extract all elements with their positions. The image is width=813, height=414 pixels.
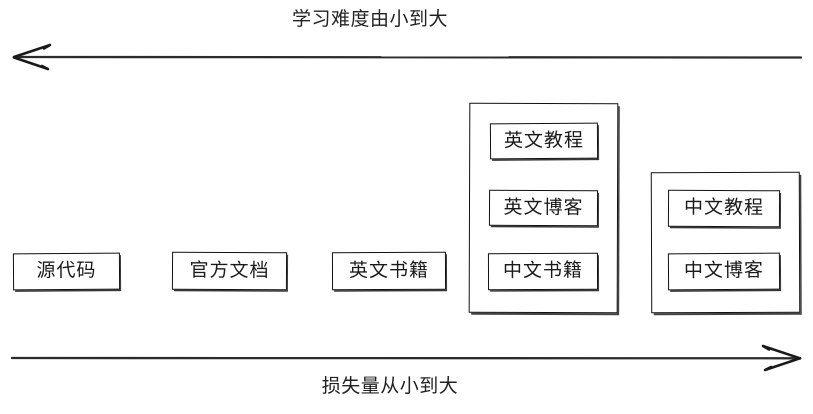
arrow-right-icon [10,344,802,372]
node-english-tutorials[interactable]: 英文教程 [489,122,599,160]
node-english-blogs[interactable]: 英文博客 [488,189,599,227]
node-label: 源代码 [36,259,97,282]
node-label: 中文博客 [683,259,765,282]
node-label: 中文教程 [683,196,765,219]
node-label: 英文书籍 [348,258,430,282]
arrow-left-icon [12,43,803,71]
node-chinese-tutorials[interactable]: 中文教程 [667,189,781,228]
node-chinese-blogs[interactable]: 中文博客 [667,252,781,291]
node-label: 官方文档 [189,258,270,282]
node-label: 英文教程 [503,128,585,152]
node-label: 英文博客 [503,195,584,219]
node-english-books[interactable]: 英文书籍 [331,251,447,291]
node-source-code[interactable]: 源代码 [12,252,121,291]
bottom-axis-label: 损失量从小到大 [321,375,459,397]
node-chinese-books[interactable]: 中文书籍 [487,252,599,291]
node-label: 中文书籍 [502,259,584,282]
top-axis-label: 学习难度由小到大 [291,8,448,30]
node-official-docs[interactable]: 官方文档 [171,251,288,291]
